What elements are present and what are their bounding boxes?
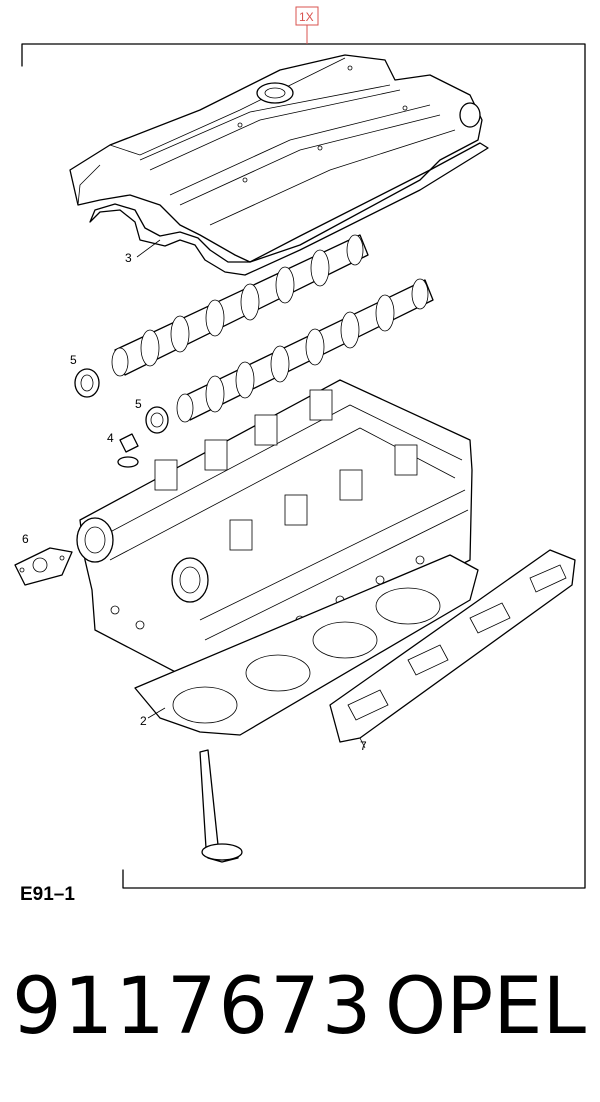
callout-3: 3 xyxy=(125,251,132,265)
footer: 9117673 OPEL xyxy=(12,962,592,1072)
camshaft-seal-right: 5 xyxy=(135,397,169,434)
part-number: 9117673 xyxy=(12,962,374,1052)
valve xyxy=(199,749,243,863)
callout-2: 2 xyxy=(140,714,147,728)
cam-cover xyxy=(69,54,483,263)
callout-5a: 5 xyxy=(70,353,77,367)
cylinder-head-gasket: 2 xyxy=(134,554,479,736)
camshaft-seal-left: 5 xyxy=(70,353,100,398)
valve-stem-seal: 4 xyxy=(107,431,139,468)
callout-7: 7 xyxy=(360,739,367,753)
brand-name: OPEL xyxy=(384,962,586,1052)
callout-6: 6 xyxy=(22,532,29,546)
kit-quantity-label: 1X xyxy=(299,10,314,24)
manifold-gasket: 7 xyxy=(329,549,576,753)
figure-code: E91–1 xyxy=(20,884,75,905)
thermostat-gasket: 6 xyxy=(14,532,73,586)
callout-4: 4 xyxy=(107,431,114,445)
kit-bracket: 1X xyxy=(21,6,586,889)
camshaft-lower xyxy=(176,278,434,423)
camshaft-upper xyxy=(111,234,369,377)
exploded-parts-diagram: 1X 3 xyxy=(14,6,586,889)
callout-5b: 5 xyxy=(135,397,142,411)
cylinder-head xyxy=(76,379,473,691)
cover-gasket: 3 xyxy=(89,142,489,276)
